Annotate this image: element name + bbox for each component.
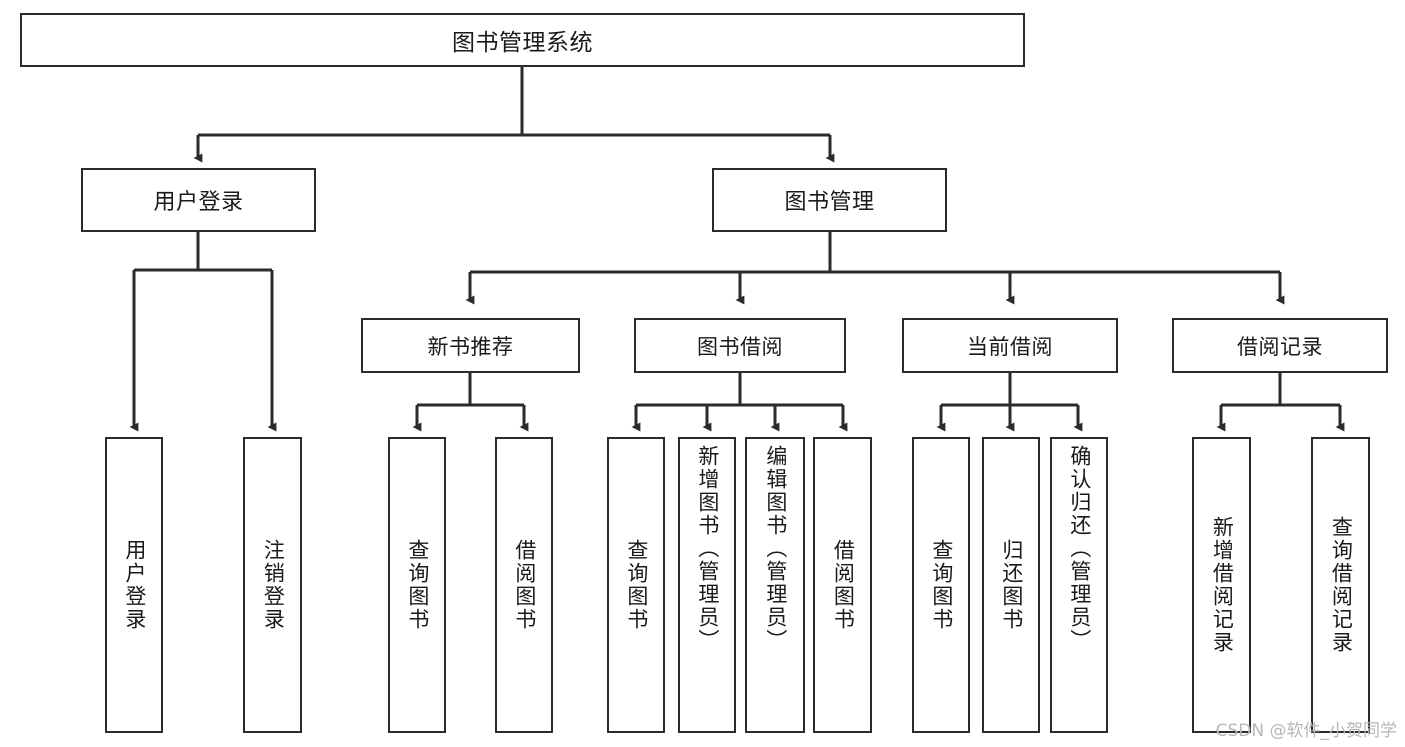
node-label: 用户登录	[153, 190, 244, 215]
leaf-confirm-return-admin[interactable]: 确认归还（管理员）	[1050, 437, 1108, 733]
leaf-label: 确认归还（管理员）	[1067, 445, 1092, 652]
leaf-label: 查询借阅记录	[1329, 516, 1354, 654]
leaf-add-borrow-record[interactable]: 新增借阅记录	[1192, 437, 1251, 733]
leaf-label: 查询图书	[405, 539, 430, 631]
node-current-borrow[interactable]: 当前借阅	[902, 318, 1118, 373]
leaf-label: 用户登录	[122, 539, 147, 631]
leaf-label: 归还图书	[999, 539, 1024, 631]
node-new-book-recommend[interactable]: 新书推荐	[361, 318, 580, 373]
leaf-user-login[interactable]: 用户登录	[105, 437, 163, 733]
leaf-label: 编辑图书（管理员）	[763, 445, 788, 652]
leaf-query-book-borrow[interactable]: 查询图书	[607, 437, 665, 733]
leaf-logout[interactable]: 注销登录	[243, 437, 302, 733]
leaf-return-book[interactable]: 归还图书	[982, 437, 1040, 733]
leaf-borrow-book-recommend[interactable]: 借阅图书	[495, 437, 553, 733]
node-label: 图书管理	[784, 190, 875, 215]
leaf-query-borrow-record[interactable]: 查询借阅记录	[1311, 437, 1370, 733]
leaf-edit-book-admin[interactable]: 编辑图书（管理员）	[745, 437, 805, 733]
leaf-label: 新增借阅记录	[1210, 516, 1235, 654]
leaf-label: 借阅图书	[512, 539, 537, 631]
node-borrow-record[interactable]: 借阅记录	[1172, 318, 1388, 373]
node-label: 新书推荐	[427, 334, 514, 359]
node-book-management[interactable]: 图书管理	[712, 168, 947, 232]
node-user-login[interactable]: 用户登录	[81, 168, 316, 232]
leaf-label: 借阅图书	[831, 539, 856, 631]
node-book-borrow[interactable]: 图书借阅	[634, 318, 846, 373]
leaf-add-book-admin[interactable]: 新增图书（管理员）	[678, 437, 736, 733]
node-label: 当前借阅	[967, 334, 1053, 359]
leaf-label: 查询图书	[624, 539, 649, 631]
leaf-query-book-current[interactable]: 查询图书	[912, 437, 970, 733]
node-label: 借阅记录	[1237, 334, 1323, 359]
node-label: 图书管理系统	[452, 30, 593, 56]
node-label: 图书借阅	[697, 334, 783, 359]
leaf-label: 查询图书	[929, 539, 954, 631]
leaf-label: 新增图书（管理员）	[695, 445, 720, 652]
leaf-label: 注销登录	[261, 539, 286, 631]
node-root-system[interactable]: 图书管理系统	[20, 13, 1025, 67]
leaf-query-book-recommend[interactable]: 查询图书	[388, 437, 446, 733]
leaf-borrow-book[interactable]: 借阅图书	[813, 437, 872, 733]
